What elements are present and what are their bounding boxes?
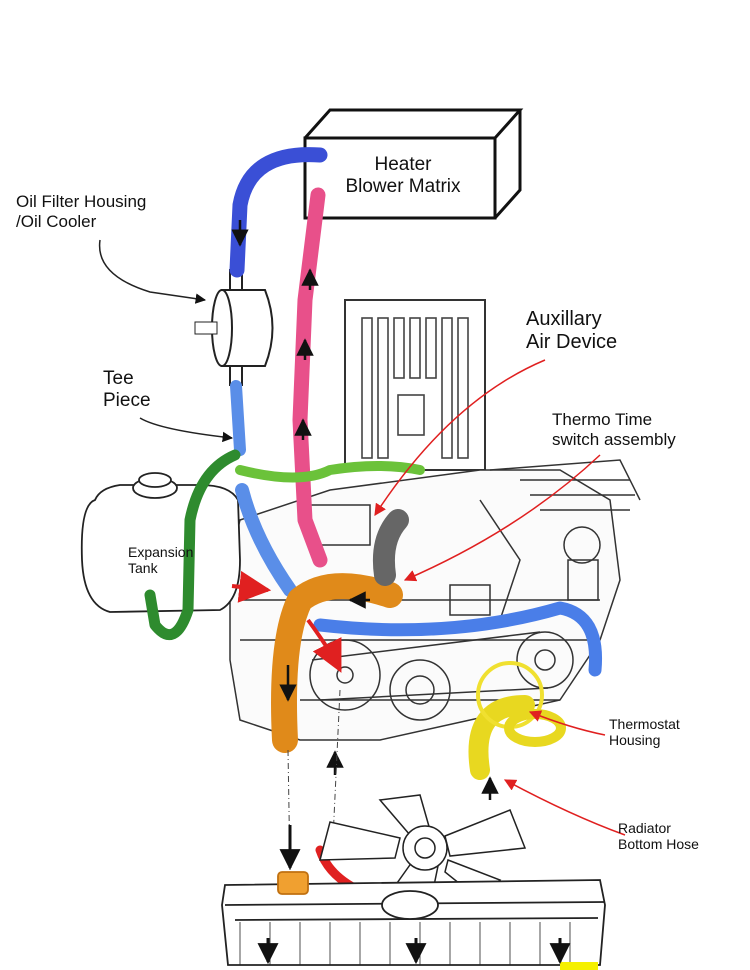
label-thermo-time-switch: Thermo Time switch assembly [552,410,676,449]
label-heater-blower-matrix: Heater Blower Matrix [345,154,461,197]
label-radiator-bottom-hose: Radiator Bottom Hose [618,820,699,853]
expansion-tank [80,472,241,613]
hose-tee-to-thermo [235,461,425,483]
hose-heater-return [229,147,328,278]
leader-tee-piece [139,417,234,443]
oil-filter-housing [194,269,274,386]
label-expansion-tank: Expansion Tank [128,544,194,577]
leader-thermostat [528,710,606,736]
hose-tee-down [235,483,297,597]
label-thermostat-housing: Thermostat Housing [609,716,680,749]
leader-oil-filter [98,239,207,304]
hose-expansion-tank [144,449,241,640]
radiator-flow-arrows [257,938,571,965]
leader-lines [98,239,626,836]
flow-arrows-black [231,220,499,800]
label-auxiliary-air-device: Auxillary Air Device [526,308,618,353]
leader-auxiliary-air [374,359,546,517]
leader-radiator-hose [503,779,626,836]
hose-oil-to-tee [230,380,246,456]
hose-bottom-radiator [468,695,535,780]
label-oil-filter-housing: Oil Filter Housing /Oil Cooler [16,192,147,231]
hose-bypass-blue [313,601,603,677]
radiator [221,871,606,970]
label-tee-piece: Tee Piece [103,368,151,411]
leader-thermo-time [403,454,601,582]
heater-blower-matrix [303,108,524,220]
flow-arrows-red [231,570,342,673]
hose-thermo-grey [372,509,409,586]
